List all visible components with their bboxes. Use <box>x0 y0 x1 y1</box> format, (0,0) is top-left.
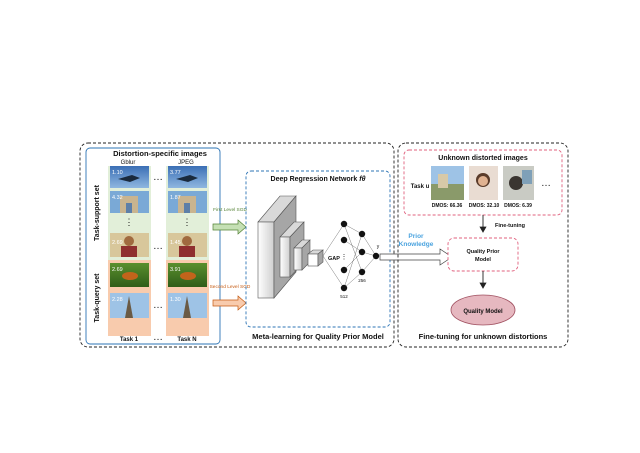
dmos-3: DMOS: 6.39 <box>504 203 532 209</box>
svg-text:2.28: 2.28 <box>112 297 123 303</box>
svg-text:1.45: 1.45 <box>170 240 181 246</box>
svg-text:2.69: 2.69 <box>112 240 123 246</box>
vdots-col2: ⋮ <box>183 217 192 227</box>
fc-nodes <box>340 220 380 292</box>
svg-text:First Level SGD: First Level SGD <box>213 207 247 213</box>
image-woman-jpeg: 1.45 <box>168 233 207 257</box>
image-arch: 4.32 <box>110 191 149 213</box>
col1-label: Gblur <box>121 160 136 166</box>
unknown-title: Unknown distorted images <box>438 155 528 162</box>
dmos-1: DMOS: 66.36 <box>432 203 463 209</box>
finetune-panel <box>397 142 569 348</box>
cnn-layers <box>257 195 324 299</box>
meta-learning-caption: Meta-learning for Quality Prior Model <box>252 332 384 341</box>
image-insect-jpeg: 3.91 <box>168 263 207 287</box>
distortion-images-panel <box>85 147 221 345</box>
prior-model-line2: Model <box>475 257 491 263</box>
svg-text:1.87: 1.87 <box>170 195 181 201</box>
vdots-col1: ⋮ <box>125 217 134 227</box>
svg-text:4.32: 4.32 <box>112 195 123 201</box>
finetune-label: Fine-tuning <box>495 223 525 229</box>
svg-text:Prior: Prior <box>408 233 424 240</box>
svg-text:1.10: 1.10 <box>112 170 123 176</box>
task-support-label: Task-support set <box>94 184 101 241</box>
meta-learning-panel <box>79 142 395 348</box>
network-title: Deep Regression Network fθ <box>271 176 366 183</box>
image-helicopter-jpeg: 3.77 <box>168 166 207 188</box>
image-helicopter: 1.10 <box>110 166 149 188</box>
task-u-label: Task u <box>411 184 430 190</box>
output-label: y <box>377 244 380 250</box>
right-ellipsis: … <box>541 178 551 189</box>
ellipsis-row1: … <box>153 172 163 183</box>
first-level-sgd-arrow: First Level SGD <box>212 207 247 235</box>
image-insect: 2.69 <box>110 263 149 287</box>
svg-text:2.69: 2.69 <box>112 267 123 273</box>
image-eiffel-jpeg: 1.30 <box>168 293 207 318</box>
col2-label: JPEG <box>178 160 194 166</box>
quality-model-ellipse <box>450 294 516 326</box>
ellipsis-row3: … <box>153 300 163 311</box>
image-arch-jpeg: 1.87 <box>168 191 207 213</box>
second-level-sgd-arrow: Second Level SGD <box>210 284 251 311</box>
taskN-label: Task N <box>177 337 196 343</box>
unknown-image-2 <box>469 166 498 200</box>
finetune-caption: Fine-tuning for unknown distortions <box>419 332 548 341</box>
gblur-column: 1.10 4.32 ⋮ 2.69 2.69 2.28 <box>110 166 149 318</box>
jpeg-column: 3.77 1.87 ⋮ 1.45 3.91 1.30 <box>168 166 207 318</box>
gap-label: GAP <box>328 256 340 262</box>
n256-label: 256 <box>358 278 366 283</box>
unknown-image-3 <box>503 166 534 200</box>
svg-text:Second Level SGD: Second Level SGD <box>210 284 251 290</box>
dmos-2: DMOS: 32.10 <box>469 203 500 209</box>
task1-label: Task 1 <box>120 337 139 343</box>
svg-text:3.91: 3.91 <box>170 267 181 273</box>
ellipsis-task: … <box>153 332 163 343</box>
task-query-label: Task-query set <box>94 273 101 323</box>
image-woman: 2.69 <box>110 233 149 257</box>
unknown-image-1 <box>431 166 464 200</box>
network-panel <box>245 170 391 328</box>
ellipsis-row2: … <box>153 241 163 252</box>
images-title: Distortion-specific images <box>113 149 207 158</box>
svg-text:3.77: 3.77 <box>170 170 181 176</box>
fc-vdots: ⋮ <box>341 254 348 261</box>
image-eiffel: 2.28 <box>110 293 149 318</box>
n512-label: 512 <box>340 294 348 299</box>
prior-model-line1: Quality Prior <box>466 249 500 255</box>
svg-text:Knowledge: Knowledge <box>399 241 434 248</box>
prior-knowledge-arrow: Prior Knowledge <box>379 233 453 266</box>
quality-model-label: Quality Model <box>463 309 503 315</box>
svg-text:1.30: 1.30 <box>170 297 181 303</box>
